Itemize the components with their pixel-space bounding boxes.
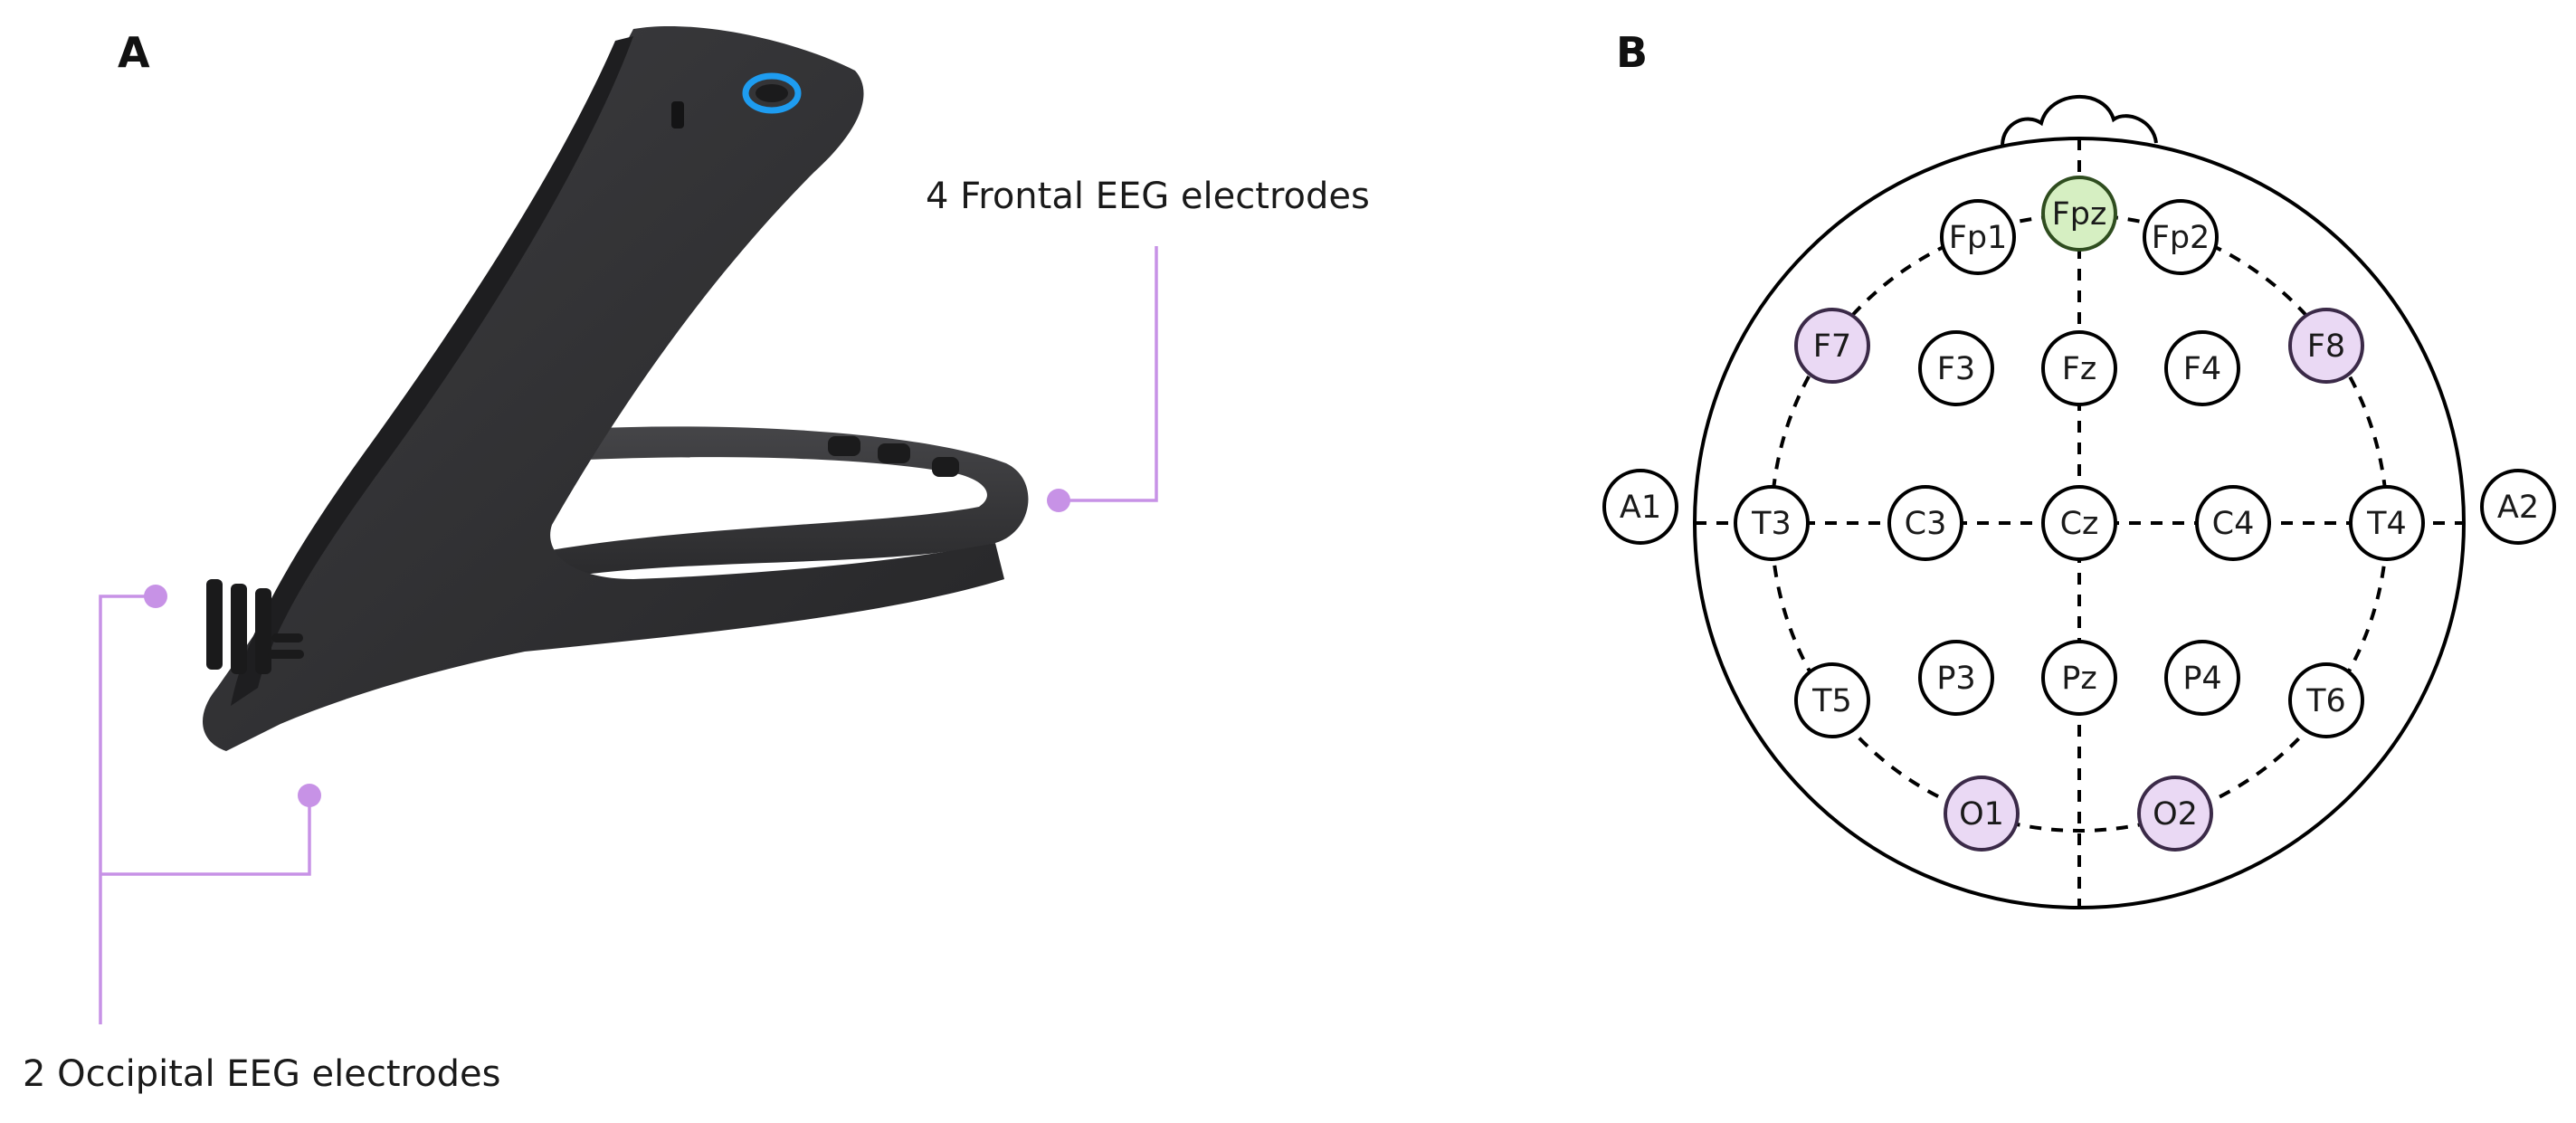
electrode-c4: C4 <box>2195 485 2271 561</box>
panel-a-letter: A <box>118 28 150 77</box>
electrode-circle <box>2288 662 2364 738</box>
electrode-label: Fp1 <box>1949 220 2008 256</box>
electrode-circle <box>1918 330 1994 406</box>
electrode-label: T3 <box>1751 506 1792 542</box>
electrode-label: F4 <box>2183 351 2221 387</box>
electrode-circle <box>1918 640 1994 716</box>
electrode-label: Cz <box>2060 506 2099 542</box>
electrode-fp2: Fp2 <box>2143 199 2219 275</box>
electrode-f3: F3 <box>1918 330 1994 406</box>
electrode-c3: C3 <box>1887 485 1963 561</box>
electrode-circle <box>2195 485 2271 561</box>
electrode-label: T6 <box>2305 683 2346 719</box>
headband-main-band <box>202 25 1004 752</box>
electrode-a1: A1 <box>1602 469 1678 545</box>
occipital-electrode-teeth <box>206 579 304 674</box>
electrode-circle <box>2041 330 2117 406</box>
electrode-circle <box>2137 776 2213 852</box>
electrode-t6: T6 <box>2288 662 2364 738</box>
panel-a: A 4 Fron <box>23 25 1370 1095</box>
electrode-circle <box>1602 469 1678 545</box>
status-led-center <box>756 84 788 102</box>
electrode-label: P4 <box>2182 661 2221 697</box>
strap-button-1 <box>828 436 860 456</box>
electrode-circle <box>2041 485 2117 561</box>
electrode-circle <box>1887 485 1963 561</box>
headband-side-button <box>671 101 684 128</box>
electrode-circle <box>2041 640 2117 716</box>
electrode-label: Fp2 <box>2152 220 2210 256</box>
electrode-circle <box>1734 485 1810 561</box>
electrode-label: Fpz <box>2052 196 2107 233</box>
electrode-circle <box>2143 199 2219 275</box>
electrode-fp1: Fp1 <box>1940 199 2016 275</box>
status-led-ring <box>742 72 802 114</box>
electrode-label: A1 <box>1620 490 1661 526</box>
occipital-callout-dot-lower <box>298 784 321 807</box>
headband-rear-strap <box>434 426 1029 579</box>
panel-b-letter: B <box>1616 28 1648 77</box>
headband-illustration <box>202 25 1029 752</box>
strap-button-2 <box>878 443 910 463</box>
electrode-circle <box>2164 330 2240 406</box>
frontal-callout-dot <box>1047 489 1070 512</box>
electrode-label: T5 <box>1811 683 1852 719</box>
electrode-a2: A2 <box>2480 469 2556 545</box>
electrode-f7: F7 <box>1794 308 1870 384</box>
occipital-callout-dot-upper <box>144 585 167 608</box>
electrode-pz: Pz <box>2041 640 2117 716</box>
electrode-circle <box>2288 308 2364 384</box>
electrode-label: O1 <box>1959 796 2004 833</box>
electrode-label: F8 <box>2307 328 2345 365</box>
frontal-electrodes-label: 4 Frontal EEG electrodes <box>926 176 1370 217</box>
electrode-fz: Fz <box>2041 330 2117 406</box>
electrode-circle <box>2041 176 2117 252</box>
electrode-o2: O2 <box>2137 776 2213 852</box>
electrode-label: C4 <box>2212 506 2255 542</box>
electrode-cz: Cz <box>2041 485 2117 561</box>
occipital-electrodes-label: 2 Occipital EEG electrodes <box>23 1053 500 1095</box>
electrode-f4: F4 <box>2164 330 2240 406</box>
electrode-fpz: Fpz <box>2041 176 2117 252</box>
electrode-label: Pz <box>2061 661 2096 697</box>
electrode-circle <box>1940 199 2016 275</box>
electrode-circle <box>2480 469 2556 545</box>
frontal-callout-line <box>1059 246 1158 502</box>
headband-inner-edge <box>231 36 633 706</box>
electrode-p4: P4 <box>2164 640 2240 716</box>
electrode-label: P3 <box>1936 661 1975 697</box>
strap-button-3 <box>932 457 959 477</box>
electrode-circle <box>1794 662 1870 738</box>
head-nose <box>2001 95 2158 146</box>
electrode-o1: O1 <box>1944 776 2020 852</box>
electrode-p3: P3 <box>1918 640 1994 716</box>
electrode-label: F3 <box>1937 351 1975 387</box>
electrode-label: O2 <box>2153 796 2198 833</box>
electrode-circle <box>2349 485 2425 561</box>
electrode-label: C3 <box>1905 506 1947 542</box>
electrode-circle <box>1944 776 2020 852</box>
occipital-callout-line-upper <box>99 595 156 1024</box>
electrode-label: Fz <box>2062 351 2097 387</box>
electrode-t5: T5 <box>1794 662 1870 738</box>
electrode-t4: T4 <box>2349 485 2425 561</box>
electrode-f8: F8 <box>2288 308 2364 384</box>
electrode-label: A2 <box>2497 490 2539 526</box>
electrode-circle <box>2164 640 2240 716</box>
electrode-t3: T3 <box>1734 485 1810 561</box>
electrode-label: T4 <box>2366 506 2407 542</box>
electrode-label: F7 <box>1813 328 1851 365</box>
electrode-circle <box>1794 308 1870 384</box>
occipital-callout-line-lower <box>100 795 311 876</box>
